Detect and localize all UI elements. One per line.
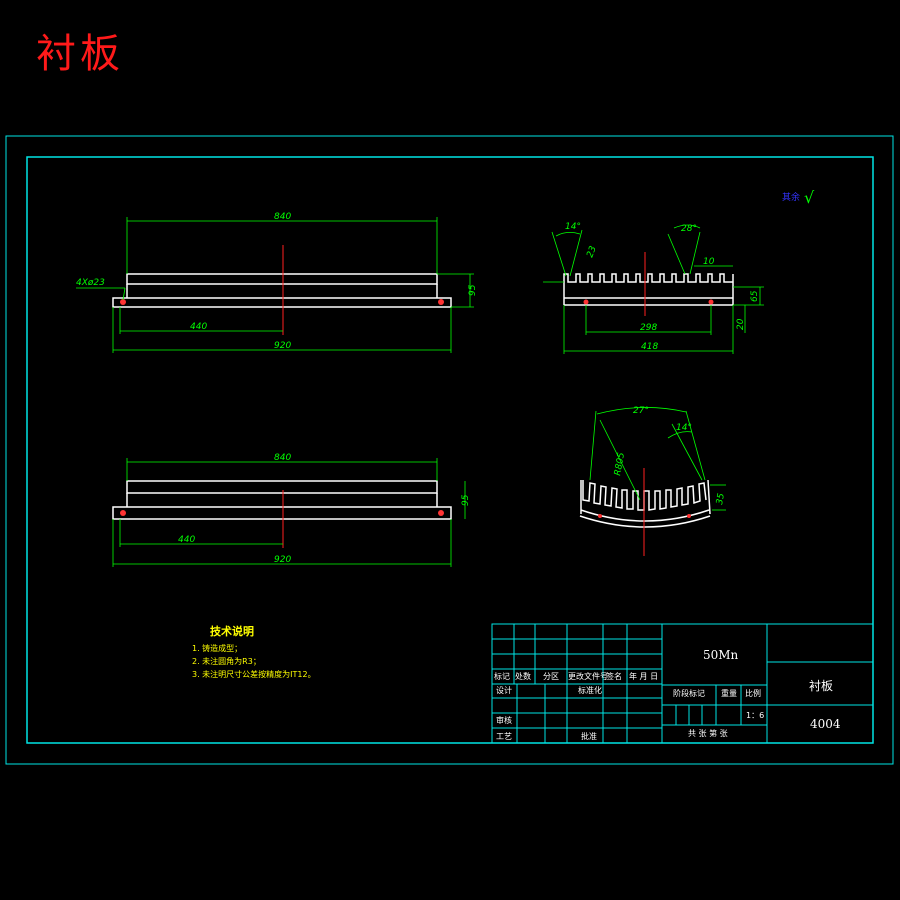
svg-text:工艺: 工艺 <box>496 732 512 741</box>
svg-text:审核: 审核 <box>496 715 512 725</box>
svg-text:签名: 签名 <box>606 671 622 681</box>
svg-text:技术说明: 技术说明 <box>210 624 254 638</box>
svg-text:27°: 27° <box>633 406 649 416</box>
svg-text:4004: 4004 <box>810 717 841 731</box>
svg-text:840: 840 <box>274 212 291 222</box>
svg-text:1. 铸造成型；: 1. 铸造成型； <box>192 643 242 653</box>
technical-notes: 技术说明 1. 铸造成型； 2. 未注圆角为R3； 3. 未注明尺寸公差按精度为… <box>192 624 316 679</box>
svg-text:920: 920 <box>274 555 291 565</box>
page-title: 衬板 <box>36 31 124 77</box>
svg-text:440: 440 <box>178 535 195 545</box>
svg-text:1：6: 1：6 <box>746 711 764 720</box>
svg-text:35: 35 <box>715 492 727 505</box>
svg-text:95: 95 <box>468 284 478 296</box>
title-block <box>491 623 874 744</box>
svg-text:处数: 处数 <box>515 671 531 681</box>
svg-text:分区: 分区 <box>543 672 559 681</box>
svg-text:3. 未注明尺寸公差按精度为IT12。: 3. 未注明尺寸公差按精度为IT12。 <box>192 669 316 679</box>
svg-text:√: √ <box>804 188 815 207</box>
svg-text:R805: R805 <box>613 451 627 476</box>
arc-view: 27° 14° R805 35 <box>579 406 727 556</box>
title-block-text: 50Mn 衬板 4004 标记 处数 分区 更改文件号 签名 年 月 日 设计 … <box>494 648 841 741</box>
svg-text:批准: 批准 <box>581 731 597 741</box>
roughness-mark: 其余 √ <box>782 188 815 207</box>
svg-text:14°: 14° <box>676 423 692 433</box>
svg-text:设计: 设计 <box>496 685 512 695</box>
svg-text:4Xø23: 4Xø23 <box>76 278 105 288</box>
front-view-top: 840 440 920 4Xø23 95 <box>76 212 478 353</box>
svg-text:65: 65 <box>750 290 760 302</box>
svg-text:10: 10 <box>703 257 715 267</box>
svg-text:衬板: 衬板 <box>809 679 833 693</box>
svg-text:其余: 其余 <box>782 191 800 203</box>
svg-text:20: 20 <box>736 318 746 330</box>
svg-text:50Mn: 50Mn <box>703 648 739 662</box>
svg-text:23: 23 <box>585 245 598 259</box>
svg-text:更改文件号: 更改文件号 <box>568 671 608 681</box>
svg-text:共 张 第 张: 共 张 第 张 <box>688 728 728 738</box>
side-view: 14° 28° 23 10 65 20 298 418 <box>543 222 764 354</box>
svg-text:840: 840 <box>274 453 291 463</box>
svg-text:重量: 重量 <box>721 688 737 698</box>
svg-text:阶段标记: 阶段标记 <box>673 688 705 698</box>
svg-text:95: 95 <box>461 494 471 506</box>
svg-text:298: 298 <box>640 323 657 333</box>
svg-text:年 月 日: 年 月 日 <box>629 671 658 681</box>
svg-text:440: 440 <box>190 322 207 332</box>
svg-text:418: 418 <box>641 342 658 352</box>
svg-text:比例: 比例 <box>745 688 761 698</box>
front-view-bottom: 840 440 920 95 <box>112 453 471 567</box>
svg-text:14°: 14° <box>565 222 581 232</box>
svg-text:920: 920 <box>274 341 291 351</box>
svg-text:标准化: 标准化 <box>578 685 602 695</box>
svg-text:28°: 28° <box>681 224 697 234</box>
outer-border <box>5 135 894 765</box>
svg-text:2. 未注圆角为R3；: 2. 未注圆角为R3； <box>192 656 261 666</box>
svg-text:标记: 标记 <box>494 671 510 681</box>
inner-border <box>26 156 874 744</box>
